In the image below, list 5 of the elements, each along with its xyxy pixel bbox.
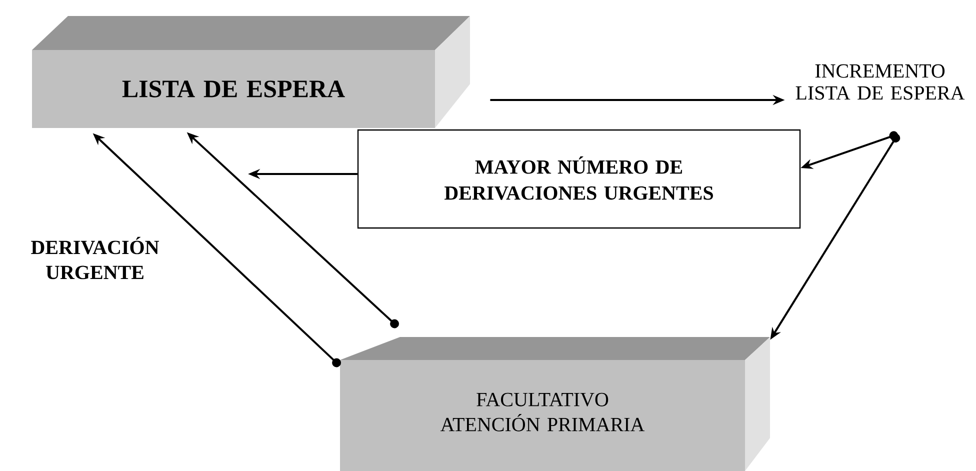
block-box: FACULTATIVO ATENCIÓN PRIMARIA	[340, 337, 770, 471]
text-box: MAYOR NÚMERO DE DERIVACIONES URGENTES	[357, 129, 801, 229]
block-box: LISTA DE ESPERA	[32, 16, 470, 128]
text-label: INCREMENTO LISTA DE ESPERA	[796, 64, 965, 100]
edge-label: DERIVACIÓN URGENTE	[31, 236, 159, 280]
